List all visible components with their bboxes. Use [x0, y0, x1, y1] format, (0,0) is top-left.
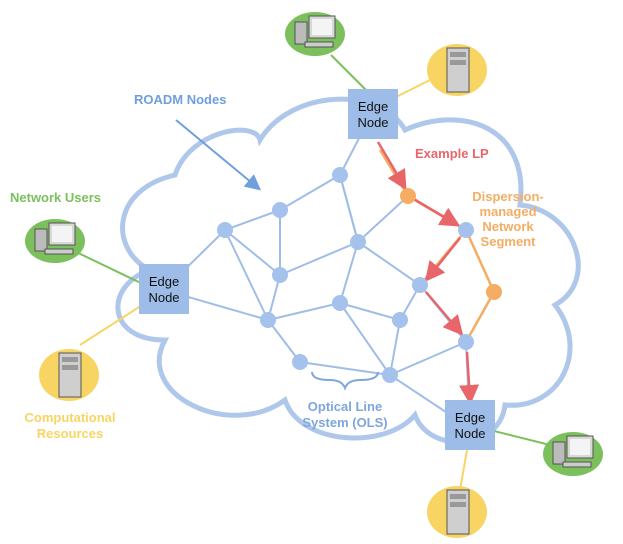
example-lp-label: Example LP: [415, 146, 489, 161]
optical-links: [163, 114, 495, 429]
roadm-nodes-label: ROADM Nodes: [134, 92, 226, 107]
edge-node-left: Edge Node: [139, 264, 189, 314]
svg-text:Edge: Edge: [149, 274, 179, 289]
svg-text:Network: Network: [482, 219, 534, 234]
svg-text:Node: Node: [148, 290, 179, 305]
roadm-node: [412, 277, 428, 293]
network-cloud: [115, 96, 581, 445]
computer-icon: [25, 219, 85, 263]
roadm-node: [292, 354, 308, 370]
svg-text:Dispersion-: Dispersion-: [472, 189, 544, 204]
roadm-node: [272, 267, 288, 283]
roadm-node: [217, 222, 233, 238]
svg-text:Node: Node: [454, 426, 485, 441]
computational-label-line1: Computational: [25, 410, 116, 425]
computer-icon: [543, 432, 603, 476]
dispersion-node: [400, 188, 416, 204]
svg-text:Node: Node: [357, 115, 388, 130]
network-users-label: Network Users: [10, 190, 101, 205]
server-icon: [39, 349, 99, 401]
roadm-node: [392, 312, 408, 328]
dispersion-node: [486, 284, 502, 300]
ols-brace: [311, 371, 379, 391]
roadm-nodes: [217, 167, 474, 383]
server-icon: [427, 486, 487, 538]
roadm-node: [458, 222, 474, 238]
roadm-node: [350, 234, 366, 250]
roadm-node: [382, 367, 398, 383]
svg-text:managed: managed: [479, 204, 536, 219]
roadm-pointer-arrow: [175, 119, 262, 191]
ols-label-line2: System (OLS): [302, 415, 387, 430]
example-lightpath: [376, 141, 480, 405]
dispersion-label: Dispersion- managed Network Segment: [472, 189, 544, 249]
edge-node-top: Edge Node: [348, 89, 398, 139]
server-icon: [427, 44, 487, 96]
roadm-node: [260, 312, 276, 328]
computer-icon: [285, 12, 345, 56]
ols-label-line1: Optical Line: [308, 399, 382, 414]
dispersion-nodes: [400, 188, 502, 300]
svg-text:Edge: Edge: [358, 99, 388, 114]
roadm-node: [458, 334, 474, 350]
roadm-node: [272, 202, 288, 218]
computational-label-line2: Resources: [37, 426, 103, 441]
edge-node-bottom: Edge Node: [445, 400, 495, 450]
svg-text:Edge: Edge: [455, 410, 485, 425]
roadm-node: [332, 295, 348, 311]
roadm-node: [332, 167, 348, 183]
svg-text:Segment: Segment: [481, 234, 537, 249]
